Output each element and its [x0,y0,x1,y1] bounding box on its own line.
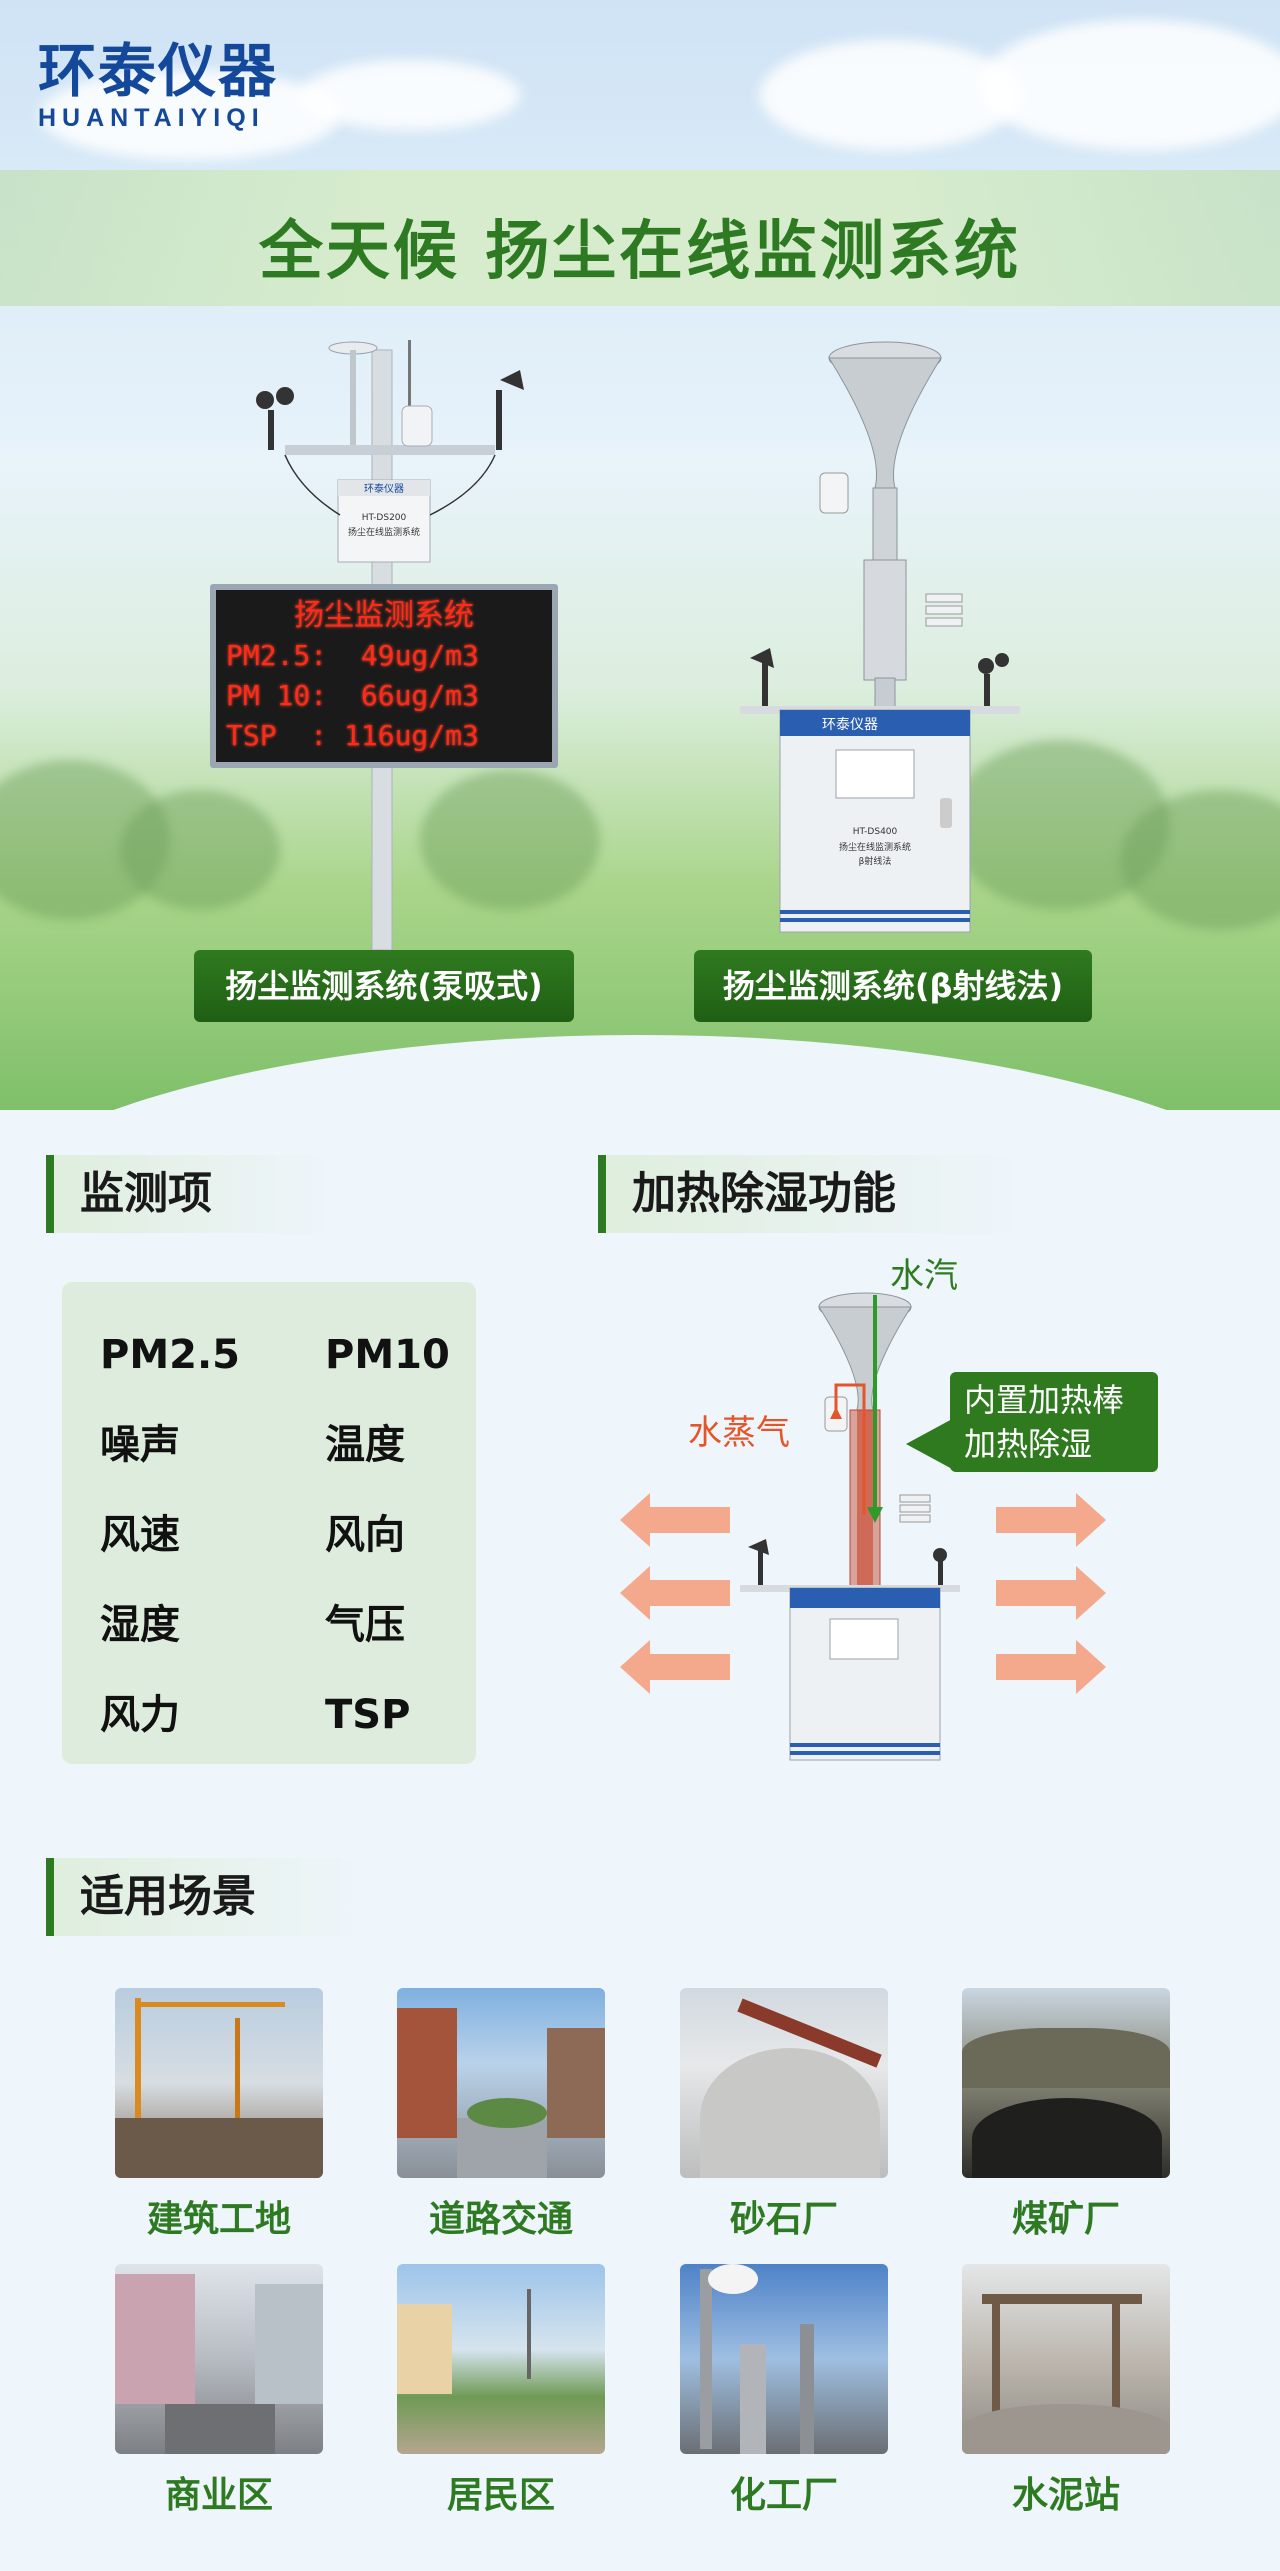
scene-photo [397,1988,605,2178]
logo-english: HUANTAIYIQI [38,104,265,132]
product-caption-beta: 扬尘监测系统(β射线法) [694,950,1092,1022]
led-title: 扬尘监测系统 [294,598,474,633]
arrow-right-icon [996,1493,1106,1547]
scene-card: 建筑工地 [115,1988,323,2242]
logo-chinese: 环泰仪器 [38,37,279,105]
water-vapor-label: 水汽 [890,1256,958,1296]
monitoring-item: 风力 [100,1692,180,1738]
scene-label: 砂石厂 [729,2199,838,2240]
monitoring-item: 风向 [325,1512,405,1558]
section-monitoring-title: 监测项 [46,1155,326,1233]
scene-card: 水泥站 [962,2264,1170,2518]
scene-card: 道路交通 [397,1988,605,2242]
monitoring-item: 风速 [100,1512,180,1558]
arrow-right-icon [996,1640,1106,1694]
scene-photo [962,2264,1170,2454]
monitoring-item: 温度 [325,1422,405,1468]
heater-callout: 内置加热棒 加热除湿 [950,1372,1158,1472]
scene-label: 化工厂 [729,2475,838,2516]
monitoring-item: PM10 [325,1332,450,1378]
scene-card: 化工厂 [680,2264,888,2518]
section-heating-title: 加热除湿功能 [598,1155,1018,1233]
beta-box-model: HT-DS400 [853,827,898,837]
monitoring-item: TSP [325,1692,411,1738]
scene-label: 煤矿厂 [1011,2199,1120,2240]
scene-photo [115,1988,323,2178]
scene-label: 道路交通 [428,2199,573,2240]
scene-photo [397,2264,605,2454]
led-display-board: 扬尘监测系统 PM2.5: 49ug/m3 PM 10: 66ug/m3 TSP… [210,584,558,768]
scene-card: 砂石厂 [680,1988,888,2242]
callout-line-1: 内置加热棒 [964,1381,1125,1419]
steam-label: 水蒸气 [688,1413,790,1453]
arrow-left-icon [620,1493,730,1547]
scene-card: 煤矿厂 [962,1988,1170,2242]
scene-label: 建筑工地 [146,2199,291,2240]
scene-card: 商业区 [115,2264,323,2518]
scene-label: 商业区 [164,2475,273,2516]
beta-box-method: β射线法 [859,855,892,867]
callout-pointer [906,1418,954,1470]
brand-logo: 环泰仪器 HUANTAIYIQI [38,38,278,133]
beta-box-brand: 环泰仪器 [822,717,878,733]
monitoring-items-grid: PM2.5 PM10 噪声 温度 风速 风向 湿度 气压 风力 TSP [100,1310,485,1760]
beta-ray-monitor-image: 环泰仪器 HT-DS400 扬尘在线监测系统 β射线法 [740,341,1020,933]
arrow-left-icon [620,1566,730,1620]
section-scenes-title: 适用场景 [46,1858,356,1936]
led-line-pm10: PM 10: 66ug/m3 [226,679,479,712]
led-line-tsp: TSP : 116ug/m3 [226,719,479,752]
arrow-left-icon [620,1640,730,1694]
page-title: 全天候 扬尘在线监测系统 [258,215,1022,289]
monitoring-item: PM2.5 [100,1332,240,1378]
box-brand-label: 环泰仪器 [364,482,404,495]
scene-photo [680,2264,888,2454]
scene-photo [680,1988,888,2178]
scene-card: 居民区 [397,2264,605,2518]
monitoring-items-card: PM2.5 PM10 噪声 温度 风速 风向 湿度 气压 风力 TSP [62,1282,476,1764]
scene-label: 居民区 [446,2475,555,2516]
callout-line-2: 加热除湿 [964,1425,1093,1463]
arrow-right-icon [996,1566,1106,1620]
monitoring-item: 气压 [325,1602,405,1648]
heating-diagram-device [740,1292,960,1761]
scene-photo [115,2264,323,2454]
box-model-label: HT-DS200 [362,513,407,523]
monitoring-item: 湿度 [100,1602,180,1648]
scene-label: 水泥站 [1011,2475,1120,2516]
product-caption-pump: 扬尘监测系统(泵吸式) [194,950,574,1022]
beta-box-name: 扬尘在线监测系统 [839,841,911,853]
title-banner: 全天候 扬尘在线监测系统 [0,170,1280,306]
monitoring-item: 噪声 [100,1422,180,1468]
led-line-pm25: PM2.5: 49ug/m3 [226,639,479,672]
box-name-label: 扬尘在线监测系统 [348,526,420,538]
scene-photo [962,1988,1170,2178]
